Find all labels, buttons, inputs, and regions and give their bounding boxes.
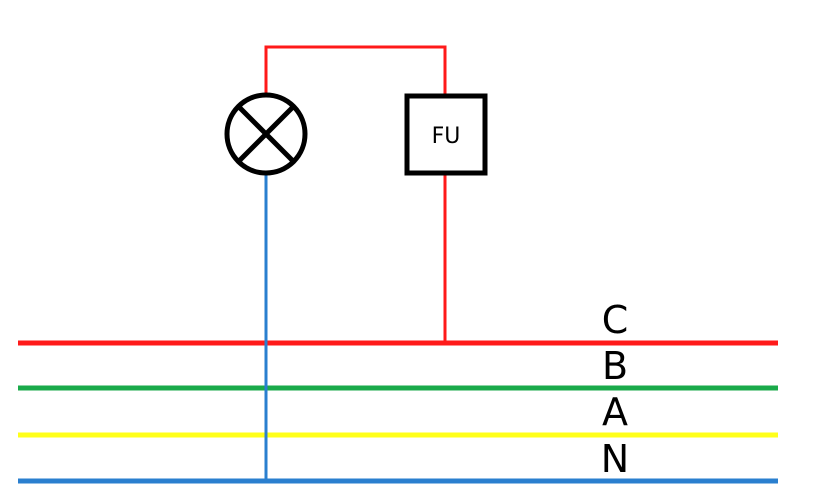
fuse-label: FU (432, 124, 461, 149)
bus-label-a: A (602, 390, 628, 434)
phase-wire-upper (264, 45, 447, 96)
bus-label-c: C (602, 298, 629, 342)
fuse-box: FU (404, 93, 488, 176)
lamp-icon (224, 92, 308, 176)
bus-label-n: N (601, 437, 629, 481)
bus-label-b: B (602, 344, 628, 388)
